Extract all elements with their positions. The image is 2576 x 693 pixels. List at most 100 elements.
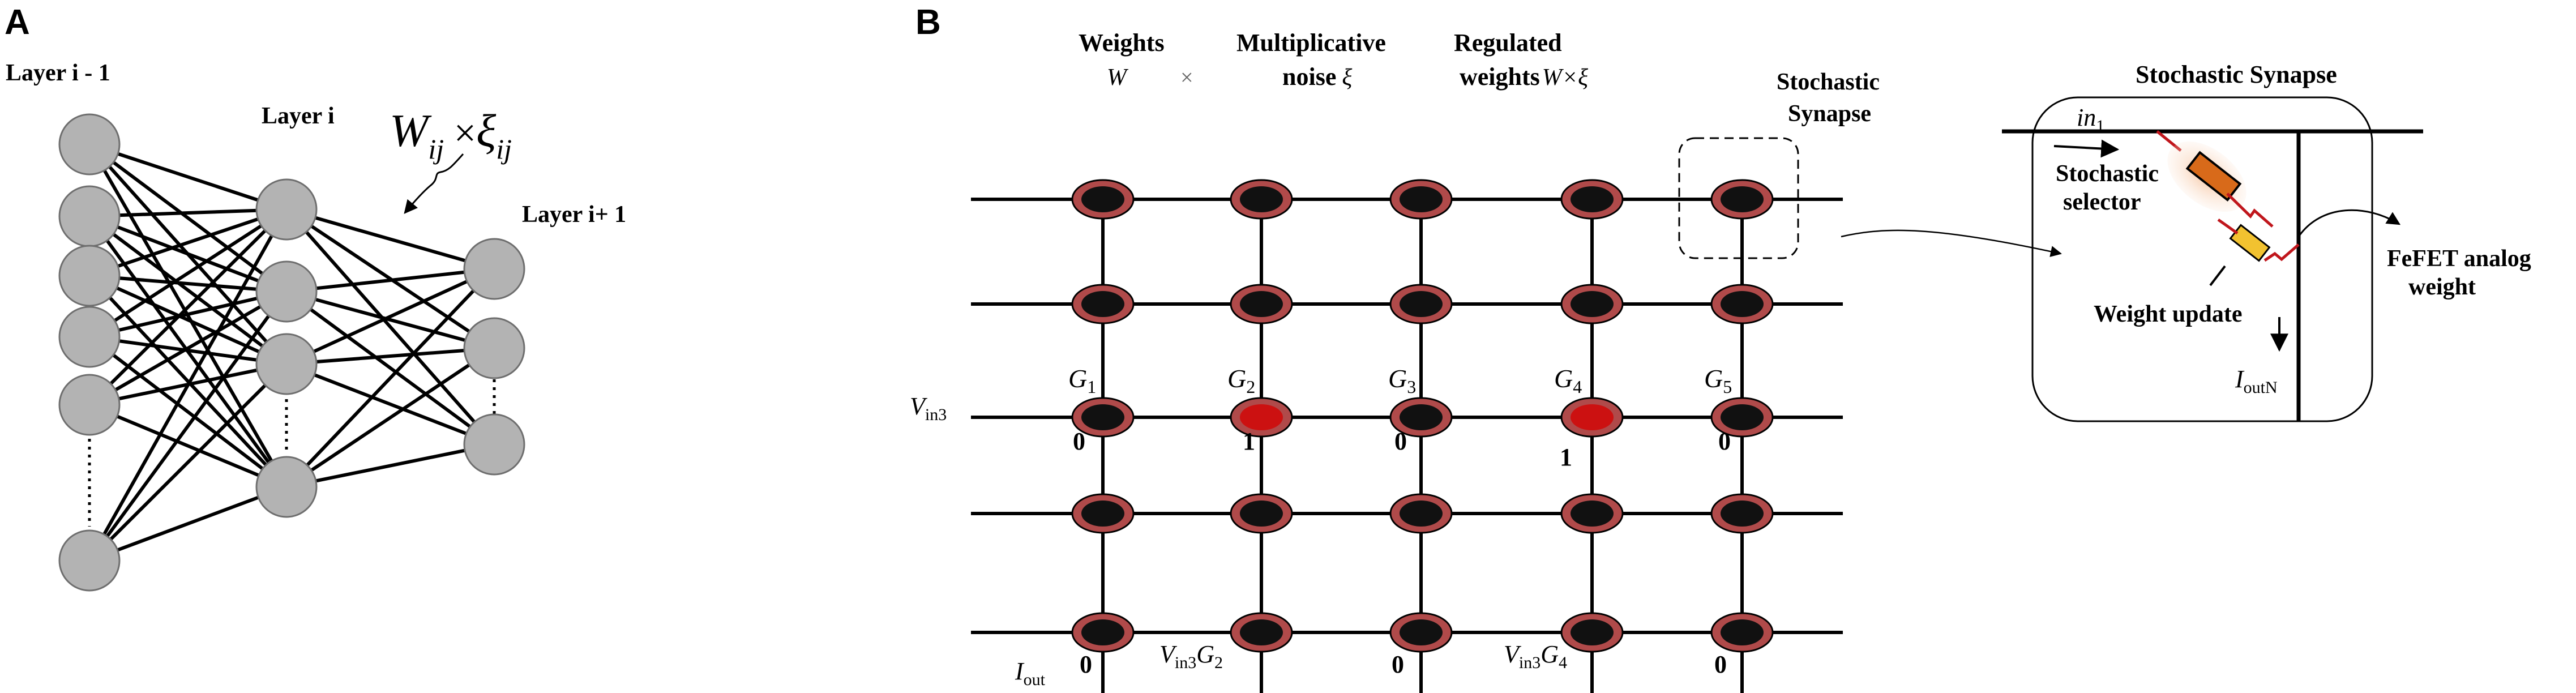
neuron-node <box>58 529 121 592</box>
crossbar-cell-active-core <box>1571 404 1614 430</box>
connection-line <box>89 290 287 339</box>
panel-b-letter: B <box>915 3 941 42</box>
crossbar-cell-core <box>1400 404 1443 430</box>
layer-prev-label: Layer i - 1 <box>6 60 110 86</box>
neuron-node <box>58 185 121 247</box>
connection-line <box>88 208 288 339</box>
connection-line <box>285 267 495 366</box>
connection-line <box>285 267 496 489</box>
fefet-gate-lead <box>2217 218 2239 235</box>
crossbar-cell-core <box>1571 500 1614 527</box>
zoom-arrow <box>1841 229 2062 257</box>
connection-line <box>88 208 288 407</box>
weight-bit-label: 1 <box>1243 427 1255 455</box>
crossbar-cell-core <box>1240 500 1283 527</box>
connection-line <box>286 443 495 489</box>
connection-line <box>286 208 495 271</box>
connection-line <box>88 274 288 366</box>
neuron-node <box>463 317 525 379</box>
crossbar-cell-core <box>1240 619 1283 645</box>
network-neurons <box>58 113 525 592</box>
crossbar-cell-core <box>1571 291 1614 317</box>
connection-line <box>89 143 287 211</box>
connection-line <box>286 346 495 366</box>
crossbar-cells <box>1071 179 1774 653</box>
connection-line <box>286 267 495 293</box>
fefet-label-line1: FeFET analog <box>2387 246 2531 272</box>
connection-line <box>286 290 495 350</box>
weight-bit-label: 0 <box>1394 427 1407 455</box>
connection-line <box>88 215 288 293</box>
column-output-expression: Vin3G4 <box>1504 640 1567 672</box>
crossbar-cell-core <box>1571 186 1614 212</box>
crossbar-cell-core <box>1571 619 1614 645</box>
connection-line <box>88 485 288 562</box>
header-weights-symbol: W <box>1107 65 1129 91</box>
crossbar-cell-core <box>1240 186 1283 212</box>
connection-line <box>89 208 287 277</box>
panel-a: A Layer i - 1 Layer i Layer i+ 1 Wij ×ξi… <box>5 3 626 592</box>
conductance-label: G2 <box>1227 364 1255 397</box>
inset-input-arrow <box>2053 139 2120 158</box>
connection-line <box>88 403 288 489</box>
fefet-device <box>2229 224 2271 262</box>
neuron-node <box>463 413 525 476</box>
layer-curr-label: Layer i <box>262 103 335 129</box>
crossbar-cell-core <box>1400 500 1443 527</box>
neuron-node <box>255 456 318 518</box>
selector-label-line1: Stochastic <box>2056 161 2159 187</box>
inset-frame <box>2031 96 2373 422</box>
connection-line <box>88 208 288 562</box>
iout-label: Iout <box>1015 657 1046 689</box>
vin3-label: Vin3 <box>910 392 947 424</box>
weight-bit-label: 1 <box>1560 443 1572 471</box>
connection-line <box>285 290 495 446</box>
layer-next-label: Layer i+ 1 <box>522 202 626 228</box>
neuron-node <box>58 306 121 368</box>
header-stochastic-line1: Stochastic <box>1777 69 1880 95</box>
neuron-node <box>58 113 121 176</box>
inset-output-label: IoutN <box>2235 365 2278 397</box>
network-connections <box>88 143 496 562</box>
formula-pointer-arrow <box>404 153 464 214</box>
column-output-zero: 0 <box>1080 651 1092 678</box>
stochastic-synapse-inset: Stochastic Synapse in1 Stochastic select… <box>2002 61 2531 422</box>
column-output-zero: 0 <box>1714 651 1727 678</box>
weight-bit-label: 0 <box>1718 427 1731 455</box>
neuron-node <box>255 260 318 323</box>
crossbar-cell-core <box>1721 619 1764 645</box>
connection-line <box>88 290 288 407</box>
header-times-symbol: × <box>1180 65 1193 90</box>
connection-line <box>88 362 288 562</box>
fefet-label-line2: weight <box>2408 274 2476 300</box>
header-weights-title: Weights <box>1079 29 1165 57</box>
crossbar-cell-core <box>1400 186 1443 212</box>
crossbar-cell-core <box>1721 186 1764 212</box>
selector-to-fefet-trace <box>2226 192 2274 228</box>
fefet-pointer-arrow <box>2297 209 2401 237</box>
connection-line <box>285 362 495 446</box>
weight-formula: Wij ×ξij <box>390 105 512 165</box>
header-regulated-label: weightsW×ξ <box>1460 63 1588 91</box>
panel-a-letter: A <box>5 3 30 42</box>
column-output-expression: Vin3G2 <box>1159 640 1223 672</box>
connection-line <box>285 346 495 489</box>
crossbar-cell-core <box>1400 619 1443 645</box>
conductance-label: G5 <box>1704 364 1732 397</box>
connection-line <box>88 290 288 562</box>
weight-bit-label: 0 <box>1073 427 1085 455</box>
stochastic-selector-device <box>2185 151 2242 202</box>
crossbar-cell-active-core <box>1240 404 1283 430</box>
crossbar-cell-core <box>1400 291 1443 317</box>
crossbar-cell-core <box>1240 291 1283 317</box>
inset-input-label: in1 <box>2077 104 2104 135</box>
crossbar-cell-core <box>1081 186 1124 212</box>
fefet-drain-trace <box>2263 243 2300 262</box>
neuron-node <box>58 374 121 436</box>
neuron-node <box>58 245 121 307</box>
header-stochastic-line2: Synapse <box>1788 101 1871 127</box>
selector-label-line2: selector <box>2063 189 2141 215</box>
conductance-label: G3 <box>1388 364 1416 397</box>
